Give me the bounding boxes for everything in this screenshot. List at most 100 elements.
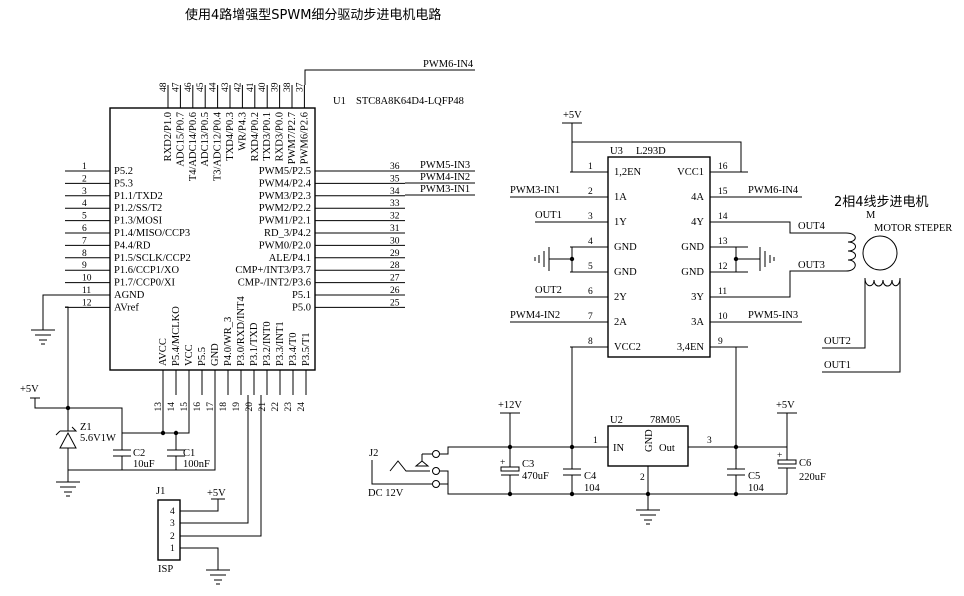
u1-pin-number: 38 xyxy=(283,82,293,92)
wire-isp-5v xyxy=(180,498,225,512)
u3-pin-number: 4 xyxy=(588,237,593,247)
wire-pwm6 xyxy=(304,69,475,85)
wire-isp-rxd xyxy=(180,395,262,537)
u1-pin-number: 17 xyxy=(206,402,216,412)
j1-pin-2: 2 xyxy=(170,532,175,542)
motor-coil-a xyxy=(845,232,856,272)
c6-value: 220uF xyxy=(799,472,826,483)
u1-pin-label: AVCC xyxy=(158,338,169,366)
u3-pin-number: 16 xyxy=(718,162,728,172)
u1-pin-number: 36 xyxy=(390,162,400,172)
u1-pin-label: P4.4/RD xyxy=(114,240,151,251)
u3-pin-number: 7 xyxy=(588,312,593,322)
u1-pin-number: 35 xyxy=(390,174,400,184)
u1-pin-label: PWM3/P2.3 xyxy=(259,191,311,202)
motor-ref: M xyxy=(866,210,876,221)
net-out2-motor: OUT2 xyxy=(824,336,851,347)
u1-pin-label: P5.4/MCLKO xyxy=(171,306,182,366)
wire-isp-gnd xyxy=(180,547,219,570)
c4-ref: C4 xyxy=(584,471,597,482)
u3-pin-number: 8 xyxy=(588,337,593,347)
c5-capacitor xyxy=(727,447,745,494)
u2-pin-2: 2 xyxy=(640,473,645,483)
u1-pin-label: RXD4/P0.2 xyxy=(250,112,261,161)
wire-u3-en12 xyxy=(571,142,608,173)
u1-pin-label: CMP+/INT3/P3.7 xyxy=(235,265,311,276)
u3-pin-number: 14 xyxy=(718,212,728,222)
power-5v-u3: +5V xyxy=(563,110,582,121)
u1-pin-number: 34 xyxy=(390,187,400,197)
power-5v-isp: +5V xyxy=(207,488,226,499)
u1-pin-number: 30 xyxy=(390,236,400,246)
u3-pin-label: 3Y xyxy=(691,292,704,303)
u1-pin-label: ADC13/P0.5 xyxy=(200,112,211,167)
u1-pin-label: TXD3/P0.1 xyxy=(262,112,273,161)
u1-pin-label: P3.4/T0 xyxy=(288,332,299,366)
u1-pin-number: 27 xyxy=(390,274,400,284)
u1-pin-label: PWM7/P2.7 xyxy=(287,112,298,164)
u1-pin-label: AGND xyxy=(114,290,145,301)
c3-value: 470uF xyxy=(522,471,549,482)
wire-vcc2 xyxy=(570,346,573,447)
wire-isp-txd xyxy=(180,395,249,524)
u1-pin-number: 4 xyxy=(82,199,87,209)
c2-ref: C2 xyxy=(133,448,145,459)
wire-agnd xyxy=(42,294,65,330)
net-pwm4-in2-u3: PWM4-IN2 xyxy=(510,310,560,321)
u1-pin-number: 26 xyxy=(390,286,400,296)
u1-pin-label: TXD4/P0.3 xyxy=(225,112,236,161)
u3-pin-label: 4A xyxy=(691,192,704,203)
u3-pin-label: 2Y xyxy=(614,292,627,303)
u3-pin-label: GND xyxy=(614,242,637,253)
wire-5v-right xyxy=(777,412,797,447)
u3-pin-number: 15 xyxy=(718,187,728,197)
c4-capacitor xyxy=(563,447,581,494)
u2-ref: U2 xyxy=(610,415,623,426)
u1-pin-label: P3.3/INT1 xyxy=(275,321,286,366)
j1-pin-1: 1 xyxy=(170,544,175,554)
c4-value: 104 xyxy=(584,483,601,494)
j1-pin-3: 3 xyxy=(170,519,175,529)
wire-5v-left xyxy=(30,397,123,433)
u2-in-label: IN xyxy=(613,443,624,454)
u1-pin-number: 25 xyxy=(390,298,400,308)
u1-pin-label: P5.2 xyxy=(114,166,133,177)
wire-out4 xyxy=(748,221,846,234)
c3-electrolytic-capacitor: + xyxy=(500,447,520,494)
u1-pin-label: P1.3/MOSI xyxy=(114,216,163,227)
power-12v: +12V xyxy=(498,400,522,411)
u1-pin-number: 16 xyxy=(193,402,203,412)
u1-pin-label: P5.5 xyxy=(197,347,208,366)
svg-text:+: + xyxy=(500,458,505,468)
wire-u3-vcc1 xyxy=(562,122,742,173)
z1-zener-diode xyxy=(55,408,78,482)
u1-pin-label: P5.3 xyxy=(114,178,133,189)
ground-symbol-u3-left xyxy=(534,247,550,271)
net-pwm3-in1-u1: PWM3-IN1 xyxy=(420,184,470,195)
u3-pin-label: 1Y xyxy=(614,217,627,228)
u3-pin-label: 2A xyxy=(614,317,627,328)
j1-header xyxy=(157,499,181,561)
u3-ref: U3 xyxy=(610,146,623,157)
u1-pin-number: 46 xyxy=(184,82,194,92)
u1-pin-label: P3.1/TXD xyxy=(249,322,260,366)
u1-pin-label: RXD3/P0.0 xyxy=(275,112,286,161)
junction-avcc xyxy=(160,430,166,436)
u1-pin-number: 48 xyxy=(159,82,169,92)
u1-pin-label: P3.5/T1 xyxy=(301,332,312,366)
u1-pin-number: 12 xyxy=(82,298,92,308)
u2-gnd-label: GND xyxy=(644,429,655,452)
wire-avref xyxy=(65,306,69,408)
u1-pin-label: RXD2/P1.0 xyxy=(163,112,174,161)
j2-dc-jack xyxy=(371,446,455,495)
u1-pin-number: 39 xyxy=(271,82,281,92)
net-pwm6-in4-top: PWM6-IN4 xyxy=(423,59,474,70)
u3-pin-label: 1A xyxy=(614,192,627,203)
u3-pin-number: 11 xyxy=(718,287,727,297)
u1-pin-label: PWM6/P2.6 xyxy=(299,112,310,164)
j2-ref: J2 xyxy=(369,448,378,459)
u1-pin-number: 33 xyxy=(390,199,400,209)
junction-u3-gnd-left xyxy=(569,256,575,262)
u1-pin-number: 20 xyxy=(245,402,255,412)
